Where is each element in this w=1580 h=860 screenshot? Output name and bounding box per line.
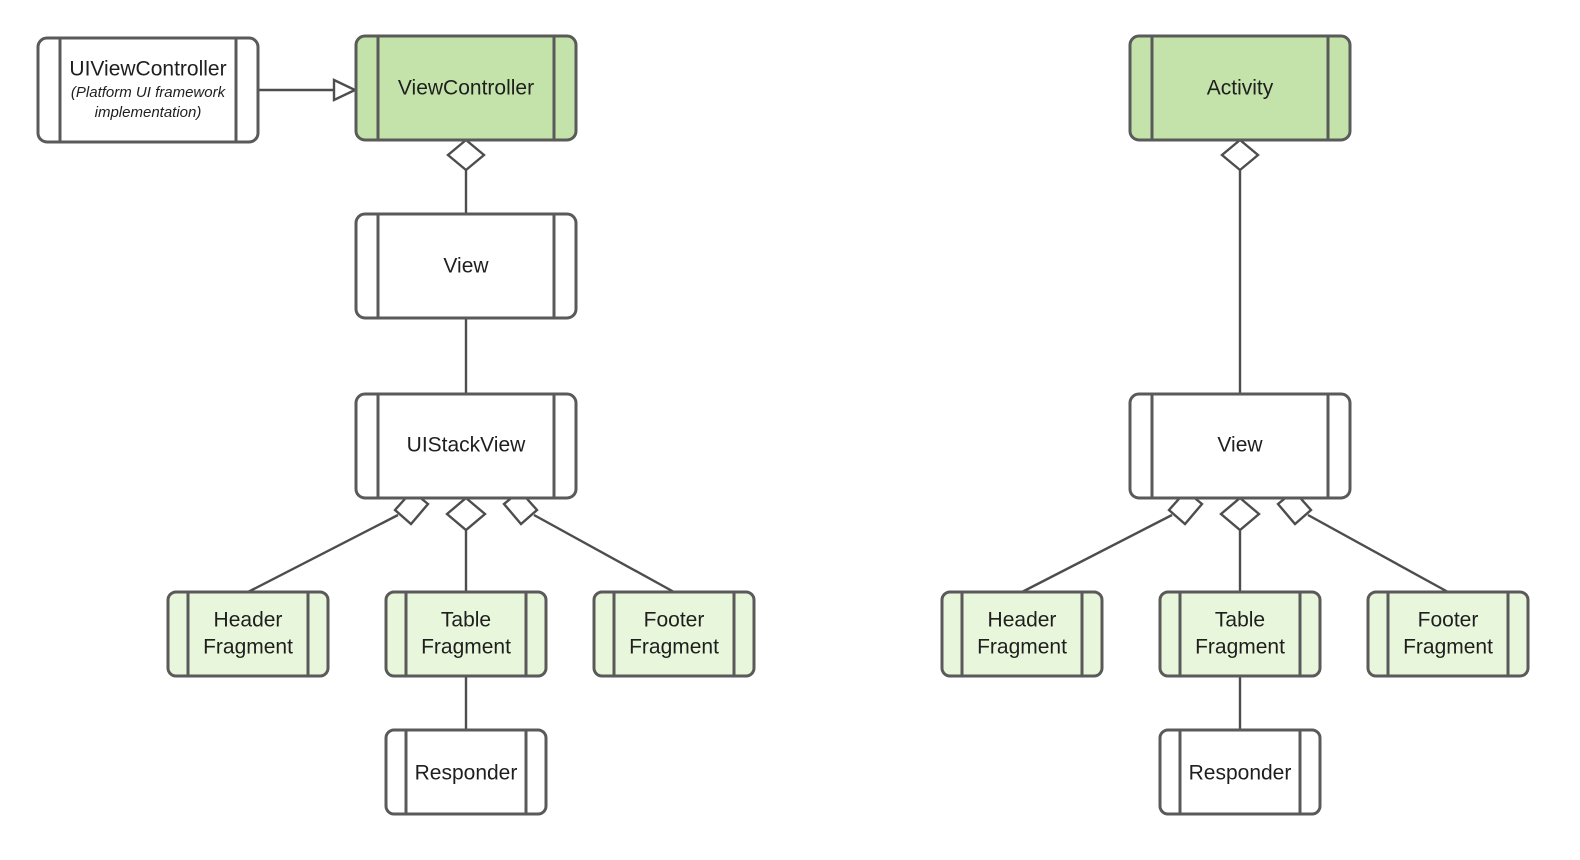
edge-realization-uiviewcontroller-to-viewcontroller xyxy=(259,78,358,102)
node-title-line2: Fragment xyxy=(1195,636,1285,659)
node-title-line2: Fragment xyxy=(977,636,1067,659)
node-ios-view[interactable]: View xyxy=(354,212,578,320)
node-title-line1: Header xyxy=(988,609,1057,632)
node-uistackview[interactable]: UIStackView xyxy=(354,392,578,500)
node-title-line1: Header xyxy=(214,609,283,632)
node-body xyxy=(384,590,548,678)
node-title-line2: Fragment xyxy=(629,636,719,659)
node-android-header-fragment[interactable]: Header Fragment xyxy=(940,590,1104,678)
node-layer: UIViewController (Platform UI framework … xyxy=(36,34,1530,816)
node-body xyxy=(592,590,756,678)
node-android-responder[interactable]: Responder xyxy=(1158,728,1322,816)
node-android-footer-fragment[interactable]: Footer Fragment xyxy=(1366,590,1530,678)
node-body xyxy=(384,728,548,816)
node-viewcontroller[interactable]: ViewController xyxy=(354,34,578,142)
edge-aggregation-viewcontroller-to-view xyxy=(446,138,486,214)
node-uiviewcontroller[interactable]: UIViewController (Platform UI framework … xyxy=(36,36,260,144)
node-title-line2: Fragment xyxy=(1403,636,1493,659)
node-title: UIViewController xyxy=(69,58,226,81)
node-android-table-fragment[interactable]: Table Fragment xyxy=(1158,590,1322,678)
node-ios-footer-fragment[interactable]: Footer Fragment xyxy=(592,590,756,678)
node-title: View xyxy=(1217,434,1263,457)
node-body xyxy=(354,212,578,320)
node-title-line2: Fragment xyxy=(203,636,293,659)
node-title-line2: Fragment xyxy=(421,636,511,659)
hollow-diamond-icon xyxy=(445,496,487,532)
node-body xyxy=(1158,728,1322,816)
edge-aggregation-uistackview-to-table-fragment xyxy=(445,496,487,592)
node-title: UIStackView xyxy=(407,434,526,457)
node-body xyxy=(1128,392,1352,500)
node-title: ViewController xyxy=(398,77,534,100)
hollow-diamond-icon xyxy=(446,138,486,172)
node-body xyxy=(36,36,260,144)
node-title-line1: Table xyxy=(1215,609,1265,632)
hollow-diamond-icon xyxy=(1220,138,1260,172)
node-title: Activity xyxy=(1207,77,1274,100)
node-body xyxy=(1158,590,1322,678)
node-title-line1: Footer xyxy=(644,609,705,632)
node-title: Responder xyxy=(1189,762,1292,785)
node-body xyxy=(166,590,330,678)
node-body xyxy=(354,392,578,500)
node-ios-table-fragment[interactable]: Table Fragment xyxy=(384,590,548,678)
node-body xyxy=(1128,34,1352,142)
node-subtitle-line1: (Platform UI framework xyxy=(71,84,227,101)
node-ios-header-fragment[interactable]: Header Fragment xyxy=(166,590,330,678)
edge-aggregation-activity-to-view xyxy=(1220,138,1260,394)
node-ios-responder[interactable]: Responder xyxy=(384,728,548,816)
node-title-line1: Footer xyxy=(1418,609,1479,632)
node-title: Responder xyxy=(415,762,518,785)
edge-aggregation-view-to-table-fragment xyxy=(1219,496,1261,592)
hollow-diamond-icon xyxy=(1219,496,1261,532)
hollow-triangle-arrowhead-icon xyxy=(332,78,358,102)
node-title: View xyxy=(443,255,489,278)
node-body xyxy=(940,590,1104,678)
node-android-view[interactable]: View xyxy=(1128,392,1352,500)
node-activity[interactable]: Activity xyxy=(1128,34,1352,142)
edge-layer xyxy=(247,78,1449,730)
node-body xyxy=(1366,590,1530,678)
node-body xyxy=(354,34,578,142)
node-subtitle-line2: implementation) xyxy=(95,104,202,121)
node-title-line1: Table xyxy=(441,609,491,632)
